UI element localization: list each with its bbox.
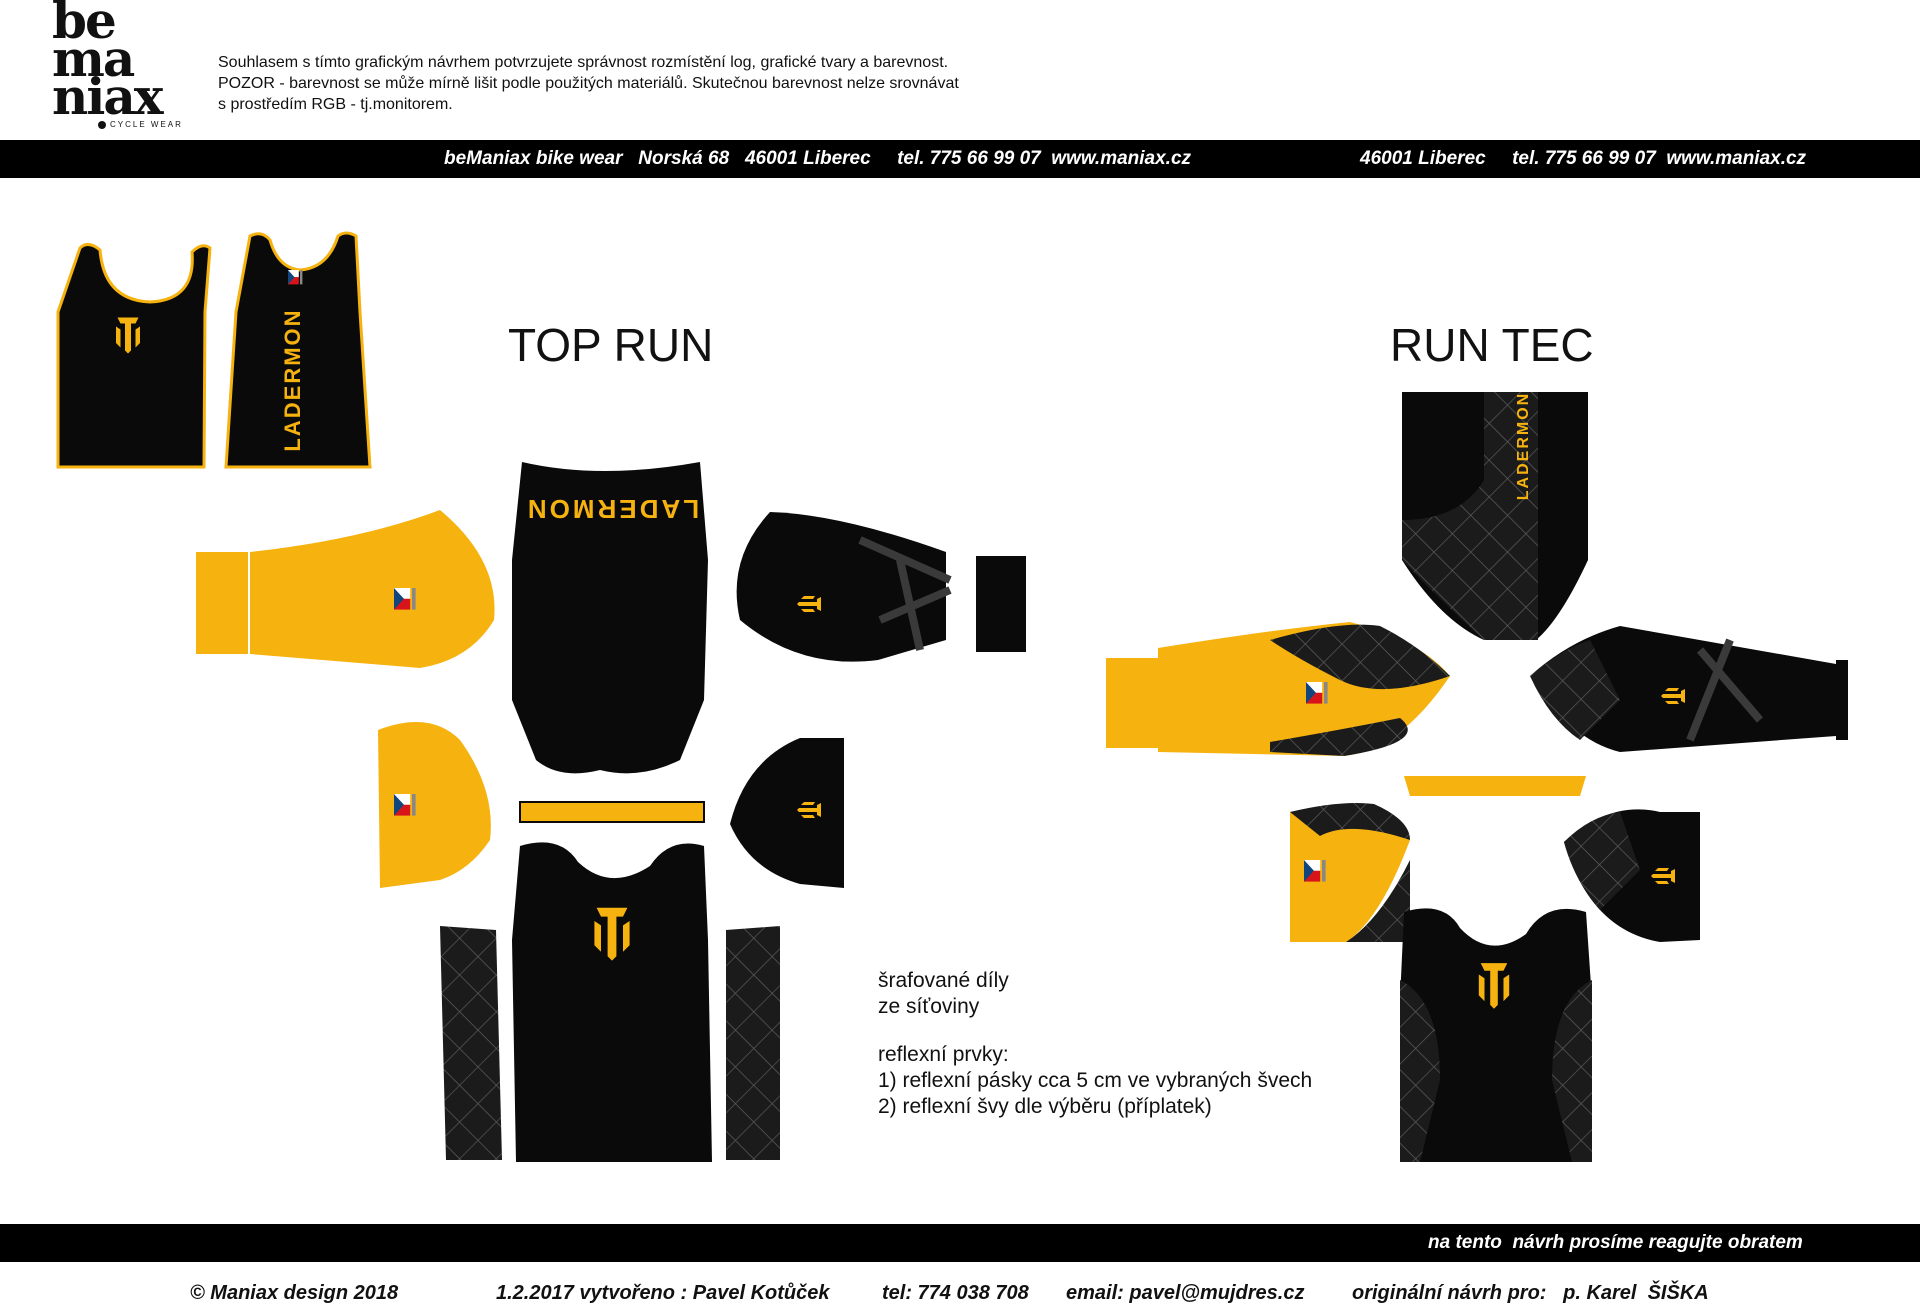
reflex-title: reflexní prvky: [878,1043,1009,1066]
approval-notice: Souhlasem s tímto grafickým návrhem potv… [218,52,1058,115]
contact-bar: beManiax bike wear Norská 68 46001 Liber… [0,140,1920,178]
top-run-collar-strip [519,801,705,823]
footer-phone: tel: 774 038 708 [882,1282,1029,1304]
footer-info: © Maniax design 2018 1.2.2017 vytvořeno … [0,1270,1920,1306]
mesh-note-line-1: šrafované díly [878,969,1009,992]
notice-line-1: Souhlasem s tímto grafickým návrhem potv… [218,54,949,71]
run-tec-left-sleeve [1106,622,1450,756]
footer-created: 1.2.2017 vytvořeno : Pavel Kotůček [496,1282,830,1304]
top-run-right-sleeve [736,512,1026,662]
logo-subtitle: CYCLE WEAR [110,120,183,129]
production-notes: šrafované díly ze síťoviny reflexní prvk… [878,968,1312,1120]
design-title-run-tec: RUN TEC [1390,319,1594,371]
response-bar: na tento návrh prosíme reagujte obratem [0,1224,1920,1262]
footer-email: email: pavel@mujdres.cz [1066,1282,1305,1304]
response-request: na tento návrh prosíme reagujte obratem [1428,1232,1803,1253]
logo-line-3: niax [52,67,164,126]
reflex-item-1: 1) reflexní pásky cca 5 cm ve vybraných … [878,1069,1313,1092]
top-run-front-panel [512,842,712,1162]
top-run-back-brand: LADERMON [525,494,699,524]
footer-original-for: originální návrh pro: p. Karel ŠIŠKA [1352,1282,1709,1304]
run-tec-right-sleeve [1530,626,1848,752]
top-run-left-mesh-panel [440,926,502,1160]
run-tec-front-panel [1400,908,1592,1162]
logo-dot-icon [98,120,106,129]
tank-back-brand: LADERMON [280,308,305,451]
maniax-logo: be ma niax CYCLE WEAR [52,0,202,129]
run-tec-back-brand: LADERMON [1515,392,1532,500]
notice-line-3: s prostředím RGB - tj.monitorem. [218,96,453,113]
top-run-left-sleeve-2 [378,722,491,888]
logo-line-1: be [52,0,117,50]
design-title-top-run: TOP RUN [508,319,714,371]
top-run-back-panel: LADERMON [512,462,708,774]
tank-top-front [56,243,212,469]
logo-line-2: ma [52,29,135,88]
footer-copyright: © Maniax design 2018 [190,1282,399,1304]
reflex-item-2: 2) reflexní švy dle výběru (příplatek) [878,1095,1212,1118]
run-tec-left-sleeve-2 [1290,803,1410,942]
run-tec-back-panel: LADERMON [1402,392,1588,640]
top-run-left-sleeve [196,510,495,668]
tank-top-back: LADERMON [224,231,372,469]
contact-bar-right: 46001 Liberec tel. 775 66 99 07 www.mani… [1360,148,1807,169]
top-run-right-sleeve-2 [730,738,844,888]
run-tec-collar-strip [1404,776,1586,796]
contact-bar-left: beManiax bike wear Norská 68 46001 Liber… [444,148,1192,169]
mesh-note-line-2: ze síťoviny [878,995,980,1018]
run-tec-right-sleeve-2 [1564,809,1700,942]
notice-line-2: POZOR - barevnost se může mírně lišit po… [218,75,959,92]
top-run-right-mesh-panel [726,926,780,1160]
